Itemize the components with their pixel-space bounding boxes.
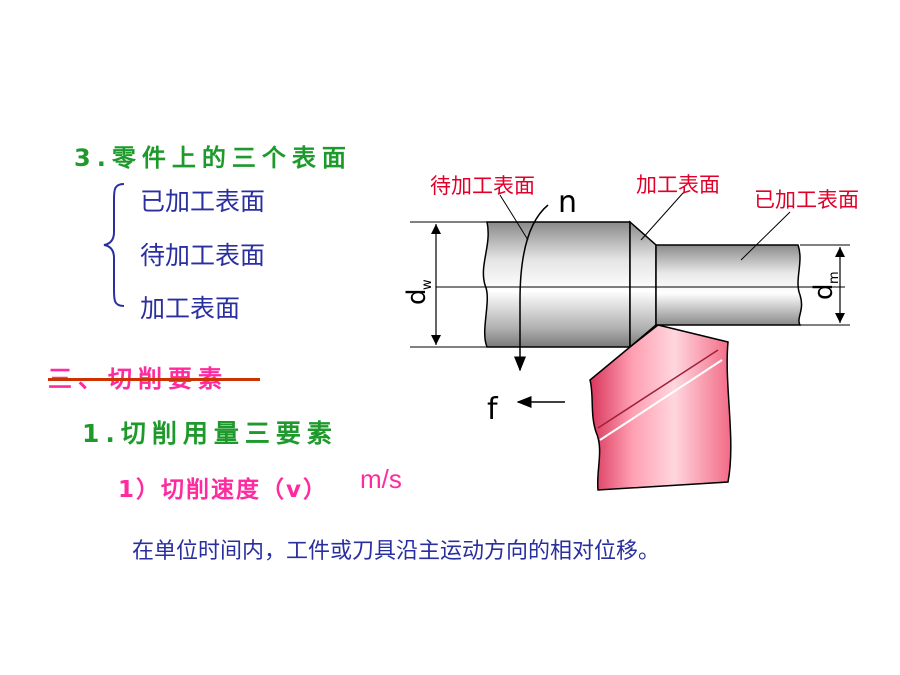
leader-transient bbox=[640, 192, 684, 241]
label-transient-surface: 加工表面 bbox=[636, 173, 720, 197]
symbol-dm: d bbox=[809, 283, 839, 300]
cutting-speed-definition: 在单位时间内，工件或刀具沿主运动方向的相对位移。 bbox=[132, 539, 661, 564]
dimension-dw bbox=[410, 221, 487, 348]
cutting-tool bbox=[589, 324, 732, 491]
item-cutting-speed-unit: m/s bbox=[360, 464, 402, 494]
item-cutting-speed-label: 1）切削速度（v） bbox=[118, 477, 328, 503]
symbol-dw: d bbox=[402, 288, 432, 305]
surface-item-unmachined: 待加工表面 bbox=[140, 241, 266, 270]
symbol-dm-subscript: m bbox=[827, 271, 842, 284]
surface-item-machined: 已加工表面 bbox=[140, 187, 266, 216]
heading-three-surfaces: 3.零件上的三个表面 bbox=[74, 144, 352, 172]
brace-icon bbox=[103, 183, 125, 307]
symbol-dw-subscript: w bbox=[420, 279, 435, 290]
label-machined-surface: 已加工表面 bbox=[754, 188, 859, 212]
surface-item-transient: 加工表面 bbox=[140, 294, 241, 323]
subsection-title-cutting-parameters: 1.切削用量三要素 bbox=[82, 419, 338, 448]
workpiece-machined-section bbox=[655, 244, 803, 326]
workpiece-transient-section bbox=[629, 220, 657, 349]
leader-machined bbox=[740, 211, 791, 261]
leader-unmachined bbox=[499, 194, 529, 241]
section-title-strike-line bbox=[48, 378, 260, 381]
rotation-arrow-icon bbox=[514, 204, 549, 372]
symbol-f: f bbox=[487, 392, 499, 427]
symbol-n: n bbox=[558, 185, 577, 220]
dimension-dm bbox=[800, 244, 850, 326]
workpiece-unmachined-section bbox=[482, 221, 631, 348]
label-unmachined-surface: 待加工表面 bbox=[430, 174, 535, 198]
